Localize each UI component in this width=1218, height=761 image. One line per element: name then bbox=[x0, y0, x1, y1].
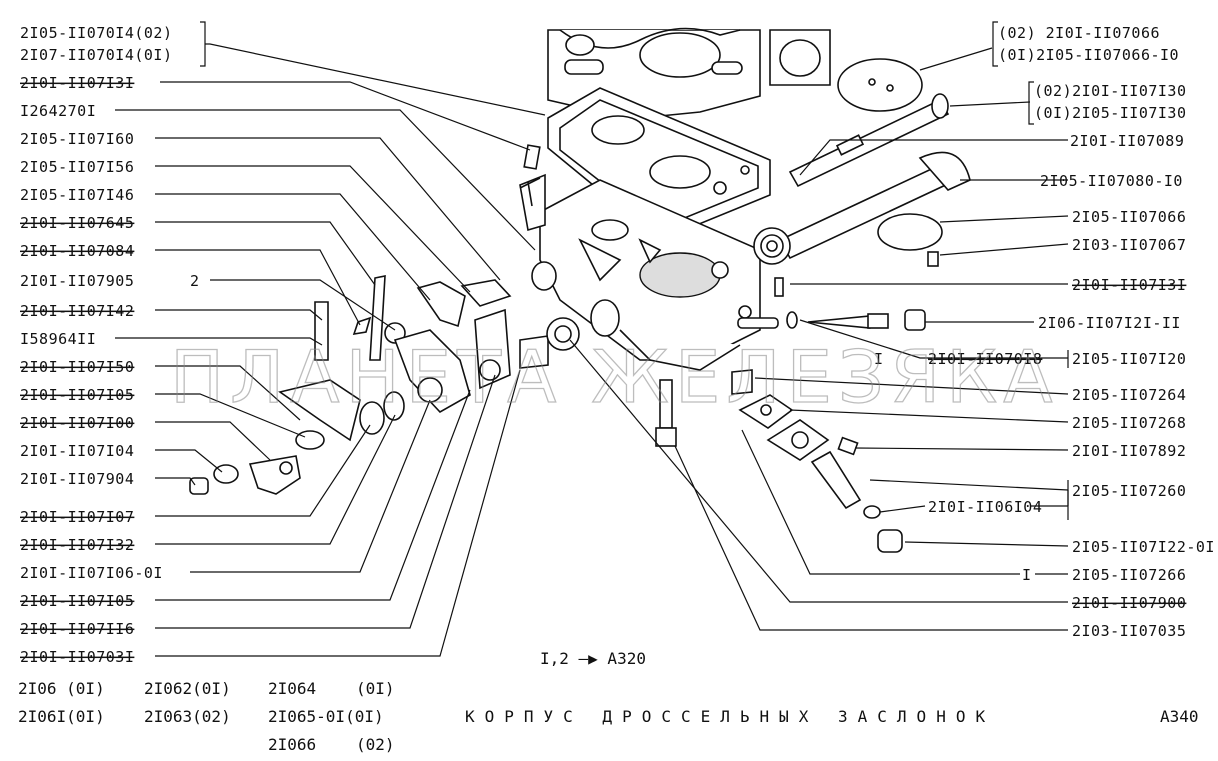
right-labels: (02) 2I0I-II07066 (0I)2I05-II07066-I0 (0… bbox=[874, 24, 1215, 640]
left-label: I264270I bbox=[20, 102, 96, 120]
right-label: 2I06-II07I2I-II bbox=[1038, 314, 1181, 332]
right-label: 2I05-II07080-I0 bbox=[1040, 172, 1183, 190]
right-label: (0I)2I05-II07066-I0 bbox=[998, 46, 1179, 64]
callout-1: I bbox=[1022, 566, 1032, 584]
left-label: 2I05-II070I4(02) bbox=[20, 24, 173, 42]
right-label: (0I)2I05-II07I30 bbox=[1034, 104, 1187, 122]
leader-lines bbox=[115, 21, 1069, 657]
left-label: 2I07-II070I4(0I) bbox=[20, 46, 173, 64]
callout-2: 2 bbox=[190, 272, 200, 290]
throttle-disc-upper bbox=[837, 58, 923, 112]
left-label: 2I0I-II07I05 bbox=[20, 592, 134, 610]
right-label: 2I05-II07260 bbox=[1072, 482, 1186, 500]
right-label: 2I0I-II07900 bbox=[1072, 594, 1186, 612]
right-label: 2I0I-II07089 bbox=[1070, 132, 1184, 150]
left-label: 2I05-II07I60 bbox=[20, 130, 134, 148]
model-code: 2I06 (0I) bbox=[18, 679, 105, 698]
model-code: 2I066 bbox=[268, 735, 316, 754]
model-code: 2I063(02) bbox=[144, 707, 231, 726]
right-label: 2I0I-II06I04 bbox=[928, 498, 1042, 516]
left-label: 2I0I-II07I04 bbox=[20, 442, 134, 460]
model-code: 2I062(0I) bbox=[144, 679, 231, 698]
long-bolt bbox=[655, 379, 677, 447]
reference-note: I,2 —▶ A320 bbox=[540, 649, 646, 668]
right-label: 2I0I-II070I8 bbox=[928, 350, 1042, 368]
right-small-parts bbox=[731, 251, 939, 553]
right-label: 2I05-II07I20 bbox=[1072, 350, 1186, 368]
right-label: 2I05-II07264 bbox=[1072, 386, 1186, 404]
left-label: 2I0I-II0703I bbox=[20, 648, 134, 666]
left-label: 2I0I-II07904 bbox=[20, 470, 134, 488]
left-label: 2I0I-II07II6 bbox=[20, 620, 134, 638]
right-label: 2I05-II07I22-0I bbox=[1072, 538, 1215, 556]
gasket-plate bbox=[547, 87, 771, 241]
right-label: 2I03-II07067 bbox=[1072, 236, 1186, 254]
left-labels: 2I05-II070I4(02) 2I07-II070I4(0I) 2I0I-I… bbox=[20, 24, 200, 666]
left-label: 2I0I-II07I05 bbox=[20, 386, 134, 404]
left-label: 2I0I-II07084 bbox=[20, 242, 134, 260]
bracket-mark bbox=[519, 177, 541, 207]
watermark: ПЛАНЕТА ЖЕЛЕЗЯКА bbox=[170, 335, 1059, 419]
model-code: 2I06I(0I) bbox=[18, 707, 105, 726]
model-code: (0I) bbox=[356, 679, 395, 698]
left-label: 2I05-II07I56 bbox=[20, 158, 134, 176]
throttle-disc-lower bbox=[877, 213, 943, 251]
left-label: 2I0I-II07I06-0I bbox=[20, 564, 163, 582]
model-code: (02) bbox=[356, 735, 395, 754]
left-label: 2I0I-II07905 bbox=[20, 272, 134, 290]
right-label: 2I03-II07035 bbox=[1072, 622, 1186, 640]
diagram-title: КОРПУС ДРОССЕЛЬНЫХ ЗАСЛОНОК bbox=[465, 707, 995, 726]
right-label: 2I05-II07268 bbox=[1072, 414, 1186, 432]
right-label: (02) 2I0I-II07066 bbox=[998, 24, 1160, 42]
parts-drawing bbox=[189, 27, 971, 553]
left-label: 2I0I-II07I07 bbox=[20, 508, 134, 526]
right-label: 2I0I-II07892 bbox=[1072, 442, 1186, 460]
right-label: 2I05-II07066 bbox=[1072, 208, 1186, 226]
model-code: 2I065-0I(0I) bbox=[268, 707, 384, 726]
left-label: 2I0I-II07I50 bbox=[20, 358, 134, 376]
left-label: 2I0I-II07I3I bbox=[20, 74, 134, 92]
left-label: 2I0I-II07I32 bbox=[20, 536, 134, 554]
callout-1: I bbox=[874, 350, 884, 368]
throttle-shaft-lower bbox=[753, 151, 971, 265]
footer: I,2 —▶ A320 2I06 (0I) 2I062(0I) 2I064 (0… bbox=[18, 649, 1199, 754]
left-label: I58964II bbox=[20, 330, 96, 348]
left-label: 2I05-II07I46 bbox=[20, 186, 134, 204]
left-label: 2I0I-II07I00 bbox=[20, 414, 134, 432]
left-linkage-parts bbox=[189, 144, 580, 495]
left-label: 2I0I-II07I42 bbox=[20, 302, 134, 320]
right-label: 2I0I-II07I3I bbox=[1072, 276, 1186, 294]
throttle-shaft-upper bbox=[788, 93, 950, 188]
left-label: 2I0I-II07645 bbox=[20, 214, 134, 232]
right-label: 2I05-II07266 bbox=[1072, 566, 1186, 584]
throttle-body bbox=[539, 179, 779, 371]
model-code: 2I064 bbox=[268, 679, 316, 698]
page-code: A340 bbox=[1160, 707, 1199, 726]
right-label: (02)2I0I-II07I30 bbox=[1034, 82, 1187, 100]
